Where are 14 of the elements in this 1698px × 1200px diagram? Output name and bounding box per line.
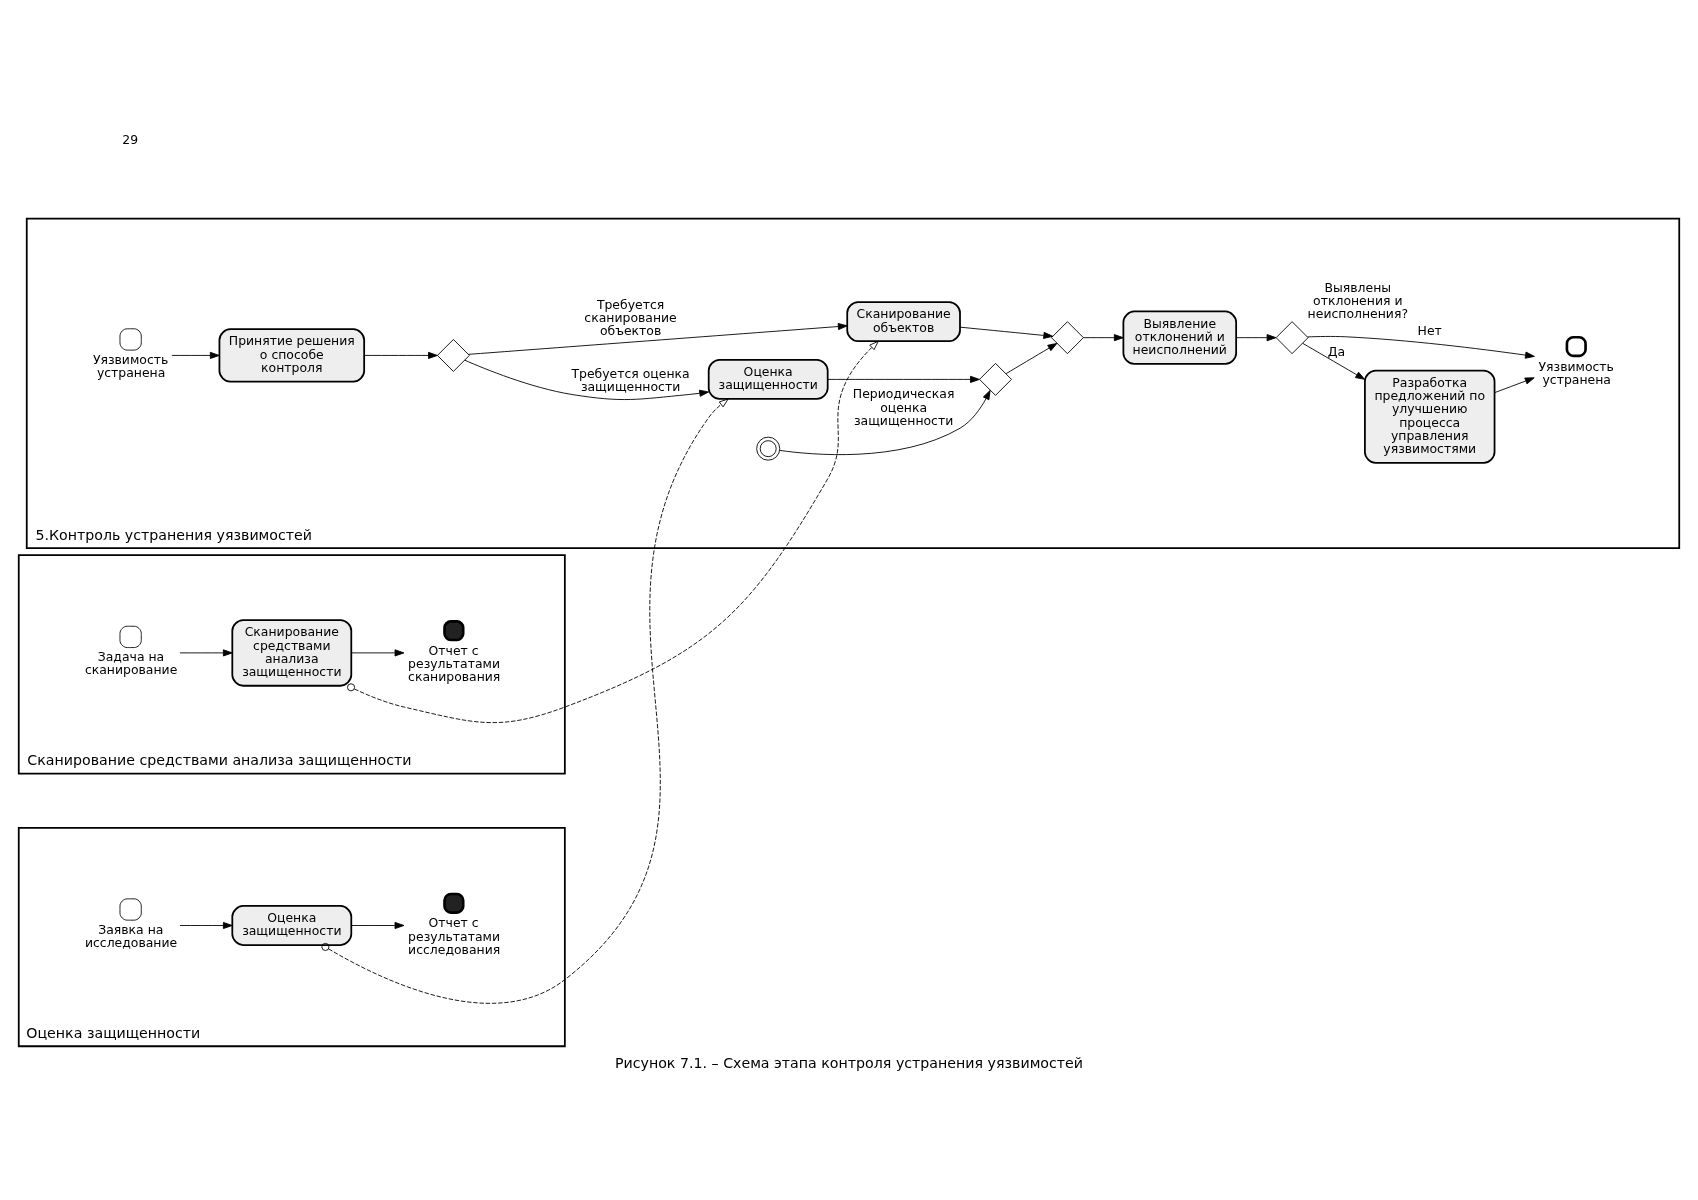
caption: Рисунок 7.1. – Схема этапа контроля устранения уязвимостей	[614, 1054, 1084, 1071]
edge-label: Нет	[1417, 322, 1442, 338]
edge-label: Требуется сканирование объектов	[584, 296, 677, 338]
node-label: Выявлены отклонения и неисполнения?	[1307, 279, 1408, 321]
node-label: Задача на сканирование	[84, 648, 178, 677]
edge-label: Требуется оценка защищенности	[571, 365, 690, 394]
node-label: Уязвимость устранена	[92, 351, 169, 380]
node-label: Отчет с результатами исследования	[408, 914, 501, 957]
node-label: Отчет с результатами сканирования	[408, 642, 501, 684]
edge-label: Да	[1327, 343, 1346, 359]
node-label: Уязвимость устранена	[1538, 358, 1614, 387]
label: 29	[122, 131, 139, 147]
node-label: Заявка на исследование	[84, 921, 178, 950]
edge-label: Периодическая оценка защищенности	[852, 385, 955, 428]
